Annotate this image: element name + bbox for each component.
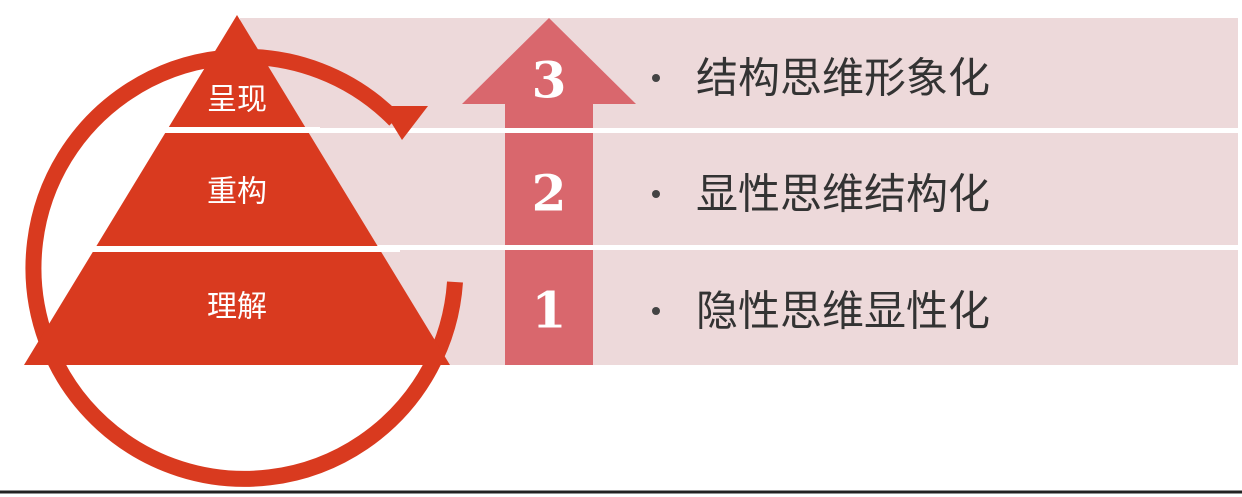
pyramid-level-bottom-label: 理解	[207, 290, 267, 325]
pyramid-level-middle-label: 重构	[207, 175, 267, 210]
cycle-arrowhead	[381, 106, 428, 140]
up-arrow-shaft	[505, 104, 593, 365]
bullet-item-middle: 显性思维结构化	[696, 170, 990, 219]
pyramid: 呈现 重构 理解	[24, 15, 450, 365]
level-bands	[240, 18, 1238, 365]
pyramid-level-top-label: 呈现	[207, 83, 267, 118]
band-middle	[240, 133, 1238, 245]
bullet-list: 结构思维形象化 显性思维结构化 隐性思维显性化	[652, 54, 990, 336]
bullet-dot	[652, 190, 660, 198]
bullet-item-top: 结构思维形象化	[696, 54, 990, 103]
up-arrow-head	[462, 18, 636, 104]
step-number-3: 3	[532, 51, 567, 110]
step-number-2: 2	[532, 164, 567, 223]
step-number-1: 1	[532, 281, 567, 340]
bullet-item-bottom: 隐性思维显性化	[696, 287, 990, 336]
bullet-dot	[652, 307, 660, 315]
bullet-dot	[652, 74, 660, 82]
up-arrow-icon: 3 2 1	[462, 18, 636, 365]
up-arrow-gap-middle	[505, 245, 593, 250]
up-arrow-gap-top	[505, 128, 593, 133]
pyramid-shape	[24, 15, 450, 365]
